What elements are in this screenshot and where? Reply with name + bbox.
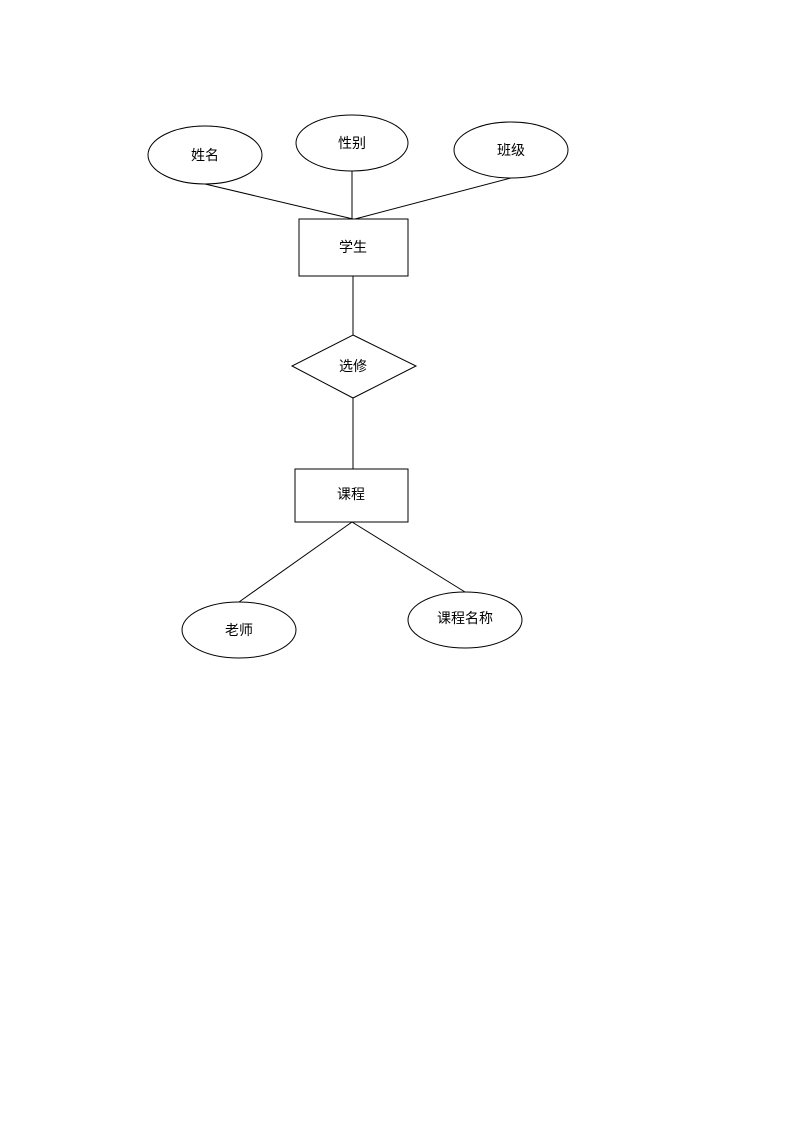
entity-student: 学生 — [298, 218, 409, 277]
connector-course-coursename — [351, 521, 466, 593]
entity-course-label: 课程 — [337, 487, 365, 503]
attribute-class: 班级 — [453, 121, 569, 179]
attribute-gender: 性别 — [295, 114, 409, 172]
attribute-course-name-label: 课程名称 — [437, 611, 493, 627]
connector-name-student — [204, 183, 354, 220]
attribute-name-label: 姓名 — [191, 148, 219, 164]
attribute-teacher: 老师 — [181, 601, 297, 659]
attribute-course-name: 课程名称 — [407, 591, 523, 649]
entity-student-label: 学生 — [339, 240, 367, 256]
entity-course: 课程 — [294, 468, 409, 523]
attribute-name: 姓名 — [147, 125, 263, 185]
connector-class-student — [354, 177, 512, 220]
relationship-enroll: 选修 — [290, 334, 418, 399]
attribute-class-label: 班级 — [497, 143, 525, 159]
attribute-teacher-label: 老师 — [225, 623, 253, 639]
attribute-gender-label: 性别 — [338, 136, 366, 152]
relationship-enroll-label: 选修 — [339, 359, 367, 375]
connector-course-teacher — [238, 521, 353, 603]
